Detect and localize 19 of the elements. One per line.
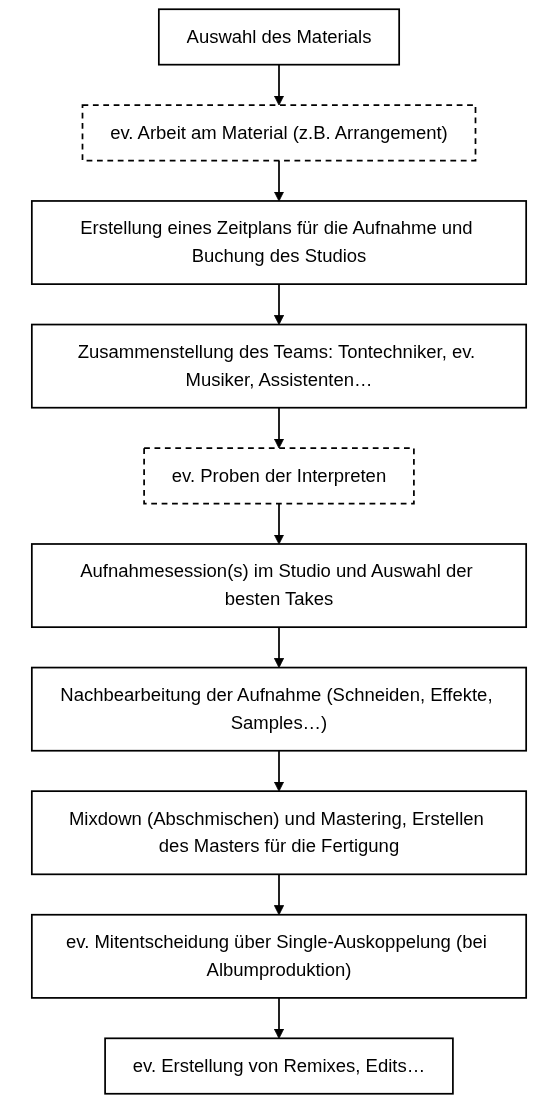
arrow <box>273 406 285 449</box>
arrow <box>273 626 285 669</box>
node-box: Aufnahmesession(s) im Studio und Auswahl der besten Takes <box>30 543 528 628</box>
node-box: Erstellung eines Zeitplans für die Aufnahme und Buchung des Studios <box>30 200 528 285</box>
node-box: Auswahl des Materials <box>157 8 401 66</box>
node-box: ev. Arbeit am Material (z.B. Arrangement) <box>81 104 477 162</box>
arrow <box>273 63 285 106</box>
arrow <box>273 283 285 325</box>
node-box: ev. Erstellung von Remixes, Edits… <box>104 1037 454 1095</box>
node-box: ev. Proben der Interpreten <box>143 447 415 505</box>
arrow <box>273 873 285 916</box>
node-box: ev. Mitentscheidung über Single-Auskoppelung (bei Albumproduktion) <box>30 913 528 999</box>
arrow <box>273 749 285 792</box>
arrow <box>273 997 285 1039</box>
node-box: Zusammenstellung des Teams: Tontechniker, ev. Musiker, Assistenten… <box>30 323 528 409</box>
node-box: Nachbearbeitung der Aufnahme (Schneiden, Effekte, Samples…) <box>30 666 528 752</box>
node-box: Mixdown (Abschmischen) und Mastering, Erstellen des Masters für die Fertigung <box>30 790 528 876</box>
arrow <box>273 159 285 202</box>
arrow <box>273 502 285 545</box>
